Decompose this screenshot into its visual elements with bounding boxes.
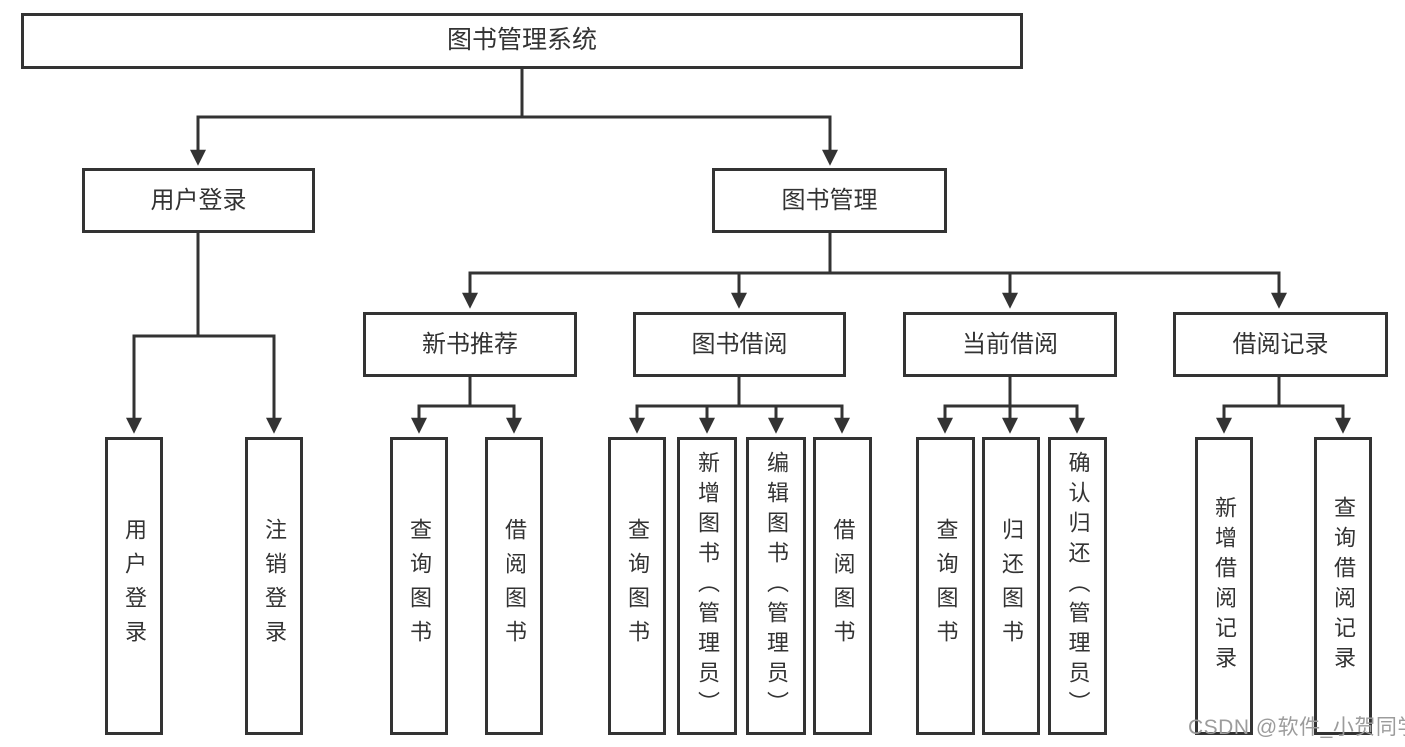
leaf-records-add-borrow-record: 新增借阅记录 xyxy=(1195,437,1253,735)
leaf-user-login: 用户登录 xyxy=(105,437,163,735)
leaf-current-return-books: 归还图书 xyxy=(982,437,1040,735)
node-borrowing-records: 借阅记录 xyxy=(1173,312,1388,377)
leaf-recommend-query-books: 查询图书 xyxy=(390,437,448,735)
leaf-borrowing-query-books: 查询图书 xyxy=(608,437,666,735)
leaf-records-query-borrow-record: 查询借阅记录 xyxy=(1314,437,1372,735)
node-book-borrowing: 图书借阅 xyxy=(633,312,846,377)
leaf-borrowing-edit-books-admin: 编辑图书（管理员） xyxy=(746,437,806,735)
leaf-recommend-borrow-books: 借阅图书 xyxy=(485,437,543,735)
leaf-borrowing-borrow-books: 借阅图书 xyxy=(813,437,872,735)
leaf-borrowing-add-books-admin: 新增图书（管理员） xyxy=(677,437,737,735)
node-user-login: 用户登录 xyxy=(82,168,315,233)
node-current-borrowing: 当前借阅 xyxy=(903,312,1117,377)
node-new-book-recommendation: 新书推荐 xyxy=(363,312,577,377)
leaf-current-confirm-return-admin: 确认归还（管理员） xyxy=(1048,437,1107,735)
leaf-logout-login: 注销登录 xyxy=(245,437,303,735)
node-book-management: 图书管理 xyxy=(712,168,947,233)
node-library-management-system: 图书管理系统 xyxy=(21,13,1023,69)
watermark: CSDN @软件_小贺同学 xyxy=(1188,716,1405,739)
leaf-current-query-books: 查询图书 xyxy=(916,437,975,735)
